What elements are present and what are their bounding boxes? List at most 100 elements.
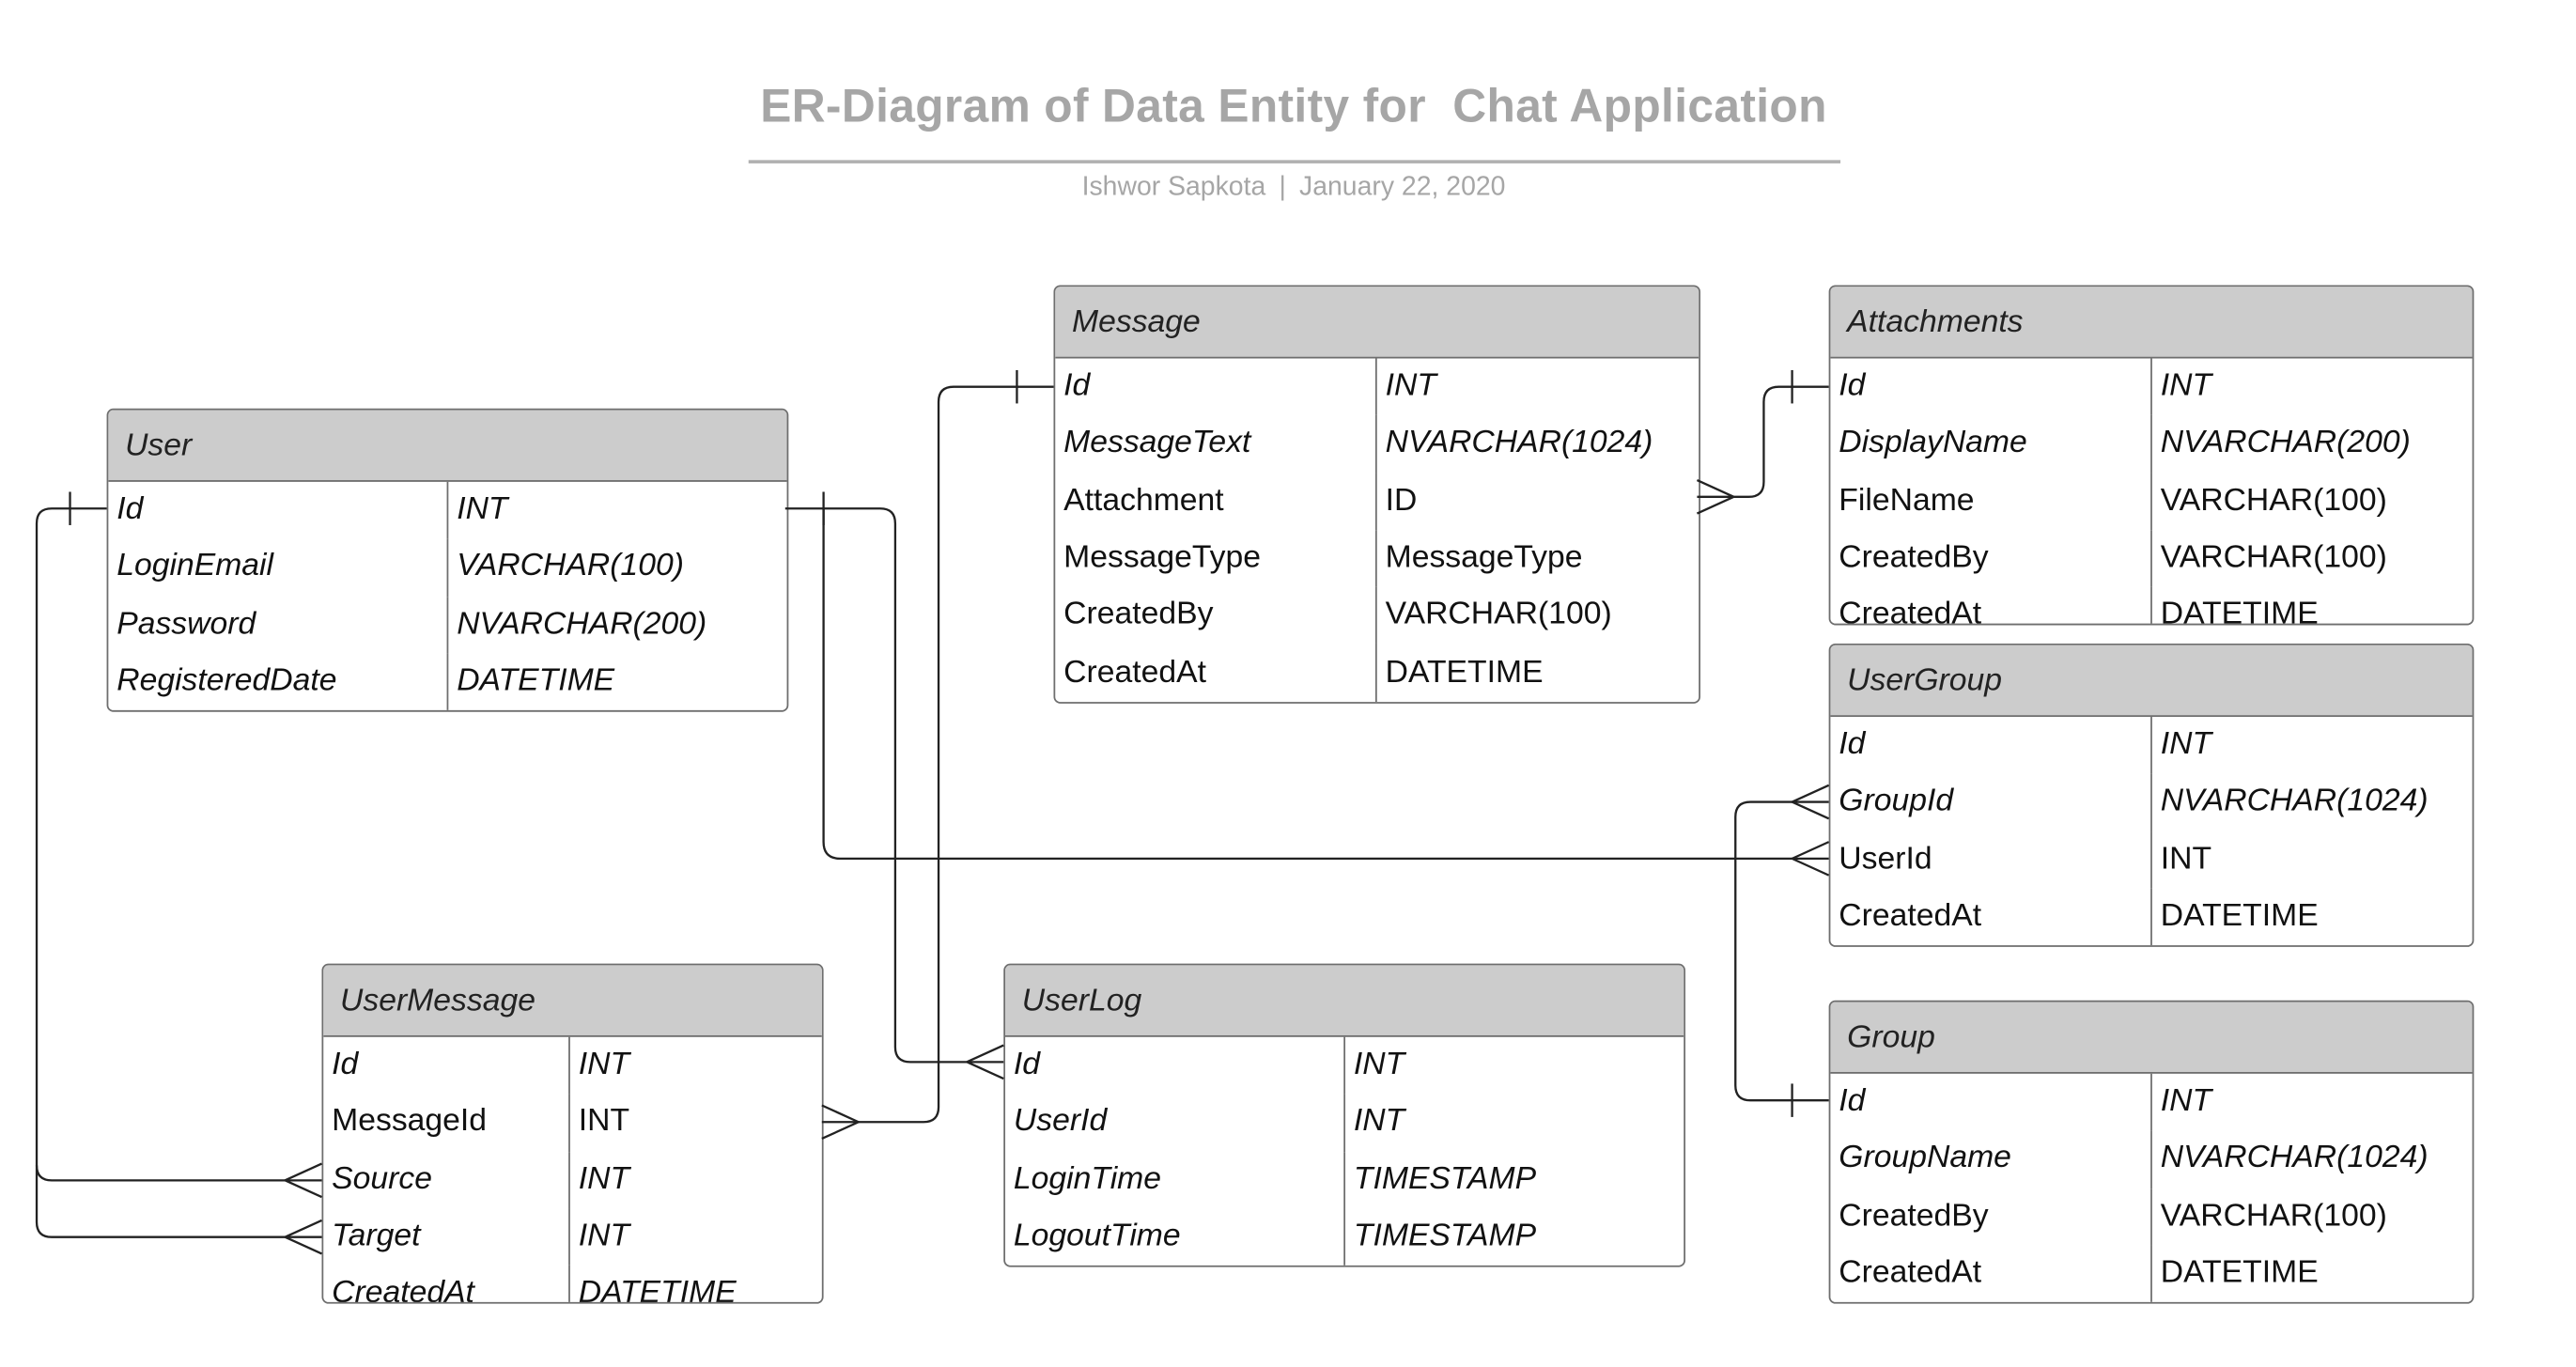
field-name: MessageText xyxy=(1055,415,1377,474)
field-name: Attachment xyxy=(1055,473,1377,531)
title-underline xyxy=(748,160,1841,163)
field-name: LoginEmail xyxy=(108,538,449,597)
field-type: INT xyxy=(457,491,508,527)
field-name: CreatedAt xyxy=(1830,1245,2152,1302)
diagram-title: ER-Diagram of Data Entity for Chat Appli… xyxy=(760,80,1827,132)
field-name: Password xyxy=(108,596,449,654)
field-type: NVARCHAR(1024) xyxy=(1385,426,1653,461)
field-type: INT xyxy=(2160,1083,2212,1119)
field-type: INT xyxy=(578,1104,630,1140)
field-type: ID xyxy=(1385,483,1418,519)
field-name: CreatedAt xyxy=(1055,644,1377,702)
field-name: GroupName xyxy=(1830,1130,2152,1188)
field-name: Id xyxy=(1055,358,1377,416)
field-type: VARCHAR(100) xyxy=(2160,1198,2387,1234)
field-name: Id xyxy=(1830,717,2152,774)
entity-header: Attachments xyxy=(1830,287,2473,359)
entity-header: UserGroup xyxy=(1830,645,2473,718)
field-type: INT xyxy=(2160,368,2212,404)
field-type: DATETIME xyxy=(2160,898,2319,934)
field-type: INT xyxy=(1353,1047,1405,1082)
field-name: GroupId xyxy=(1830,773,2152,831)
field-name: Id xyxy=(1830,358,2152,416)
field-type: INT xyxy=(578,1161,630,1197)
field-type: MessageType xyxy=(1385,539,1583,576)
field-name: CreatedBy xyxy=(1830,530,2152,587)
field-name: Id xyxy=(108,481,449,539)
field-type: INT xyxy=(2160,726,2212,763)
field-name: Id xyxy=(1830,1073,2152,1131)
field-name: MessageId xyxy=(323,1094,570,1152)
field-type: INT xyxy=(578,1047,630,1082)
field-name: Target xyxy=(323,1208,570,1266)
field-type: NVARCHAR(200) xyxy=(457,606,707,642)
field-name: CreatedBy xyxy=(1055,586,1377,645)
diagram-subtitle: Ishwor Sapkota|January 22, 2020 xyxy=(749,174,1839,204)
field-type: TIMESTAMP xyxy=(1353,1219,1537,1254)
field-type: DATETIME xyxy=(2160,597,2319,626)
author-name: Ishwor Sapkota xyxy=(1081,173,1266,202)
field-name: Id xyxy=(323,1036,570,1095)
entity-header: User xyxy=(108,410,787,482)
field-type: NVARCHAR(1024) xyxy=(2160,784,2429,820)
entity-header: Message xyxy=(1055,287,1699,359)
entity-header: Group xyxy=(1830,1002,2473,1074)
rel-attachments-message xyxy=(1696,369,1829,515)
field-name: UserId xyxy=(1830,831,2152,889)
field-type: INT xyxy=(1353,1104,1405,1140)
field-type: VARCHAR(100) xyxy=(1385,597,1612,633)
field-name: CreatedAt xyxy=(323,1266,570,1302)
field-type: DATETIME xyxy=(1385,654,1544,690)
field-name: LoginTime xyxy=(1005,1151,1346,1209)
field-type: DATETIME xyxy=(2160,1255,2319,1291)
field-type: INT xyxy=(2160,841,2212,877)
entity-header: UserMessage xyxy=(323,965,822,1037)
field-name: LogoutTime xyxy=(1005,1208,1346,1266)
diagram-date: January 22, 2020 xyxy=(1299,173,1506,202)
field-type: DATETIME xyxy=(457,663,615,699)
field-name: RegisteredDate xyxy=(108,653,449,710)
field-type: NVARCHAR(200) xyxy=(2160,426,2411,461)
field-name: Id xyxy=(1005,1036,1346,1095)
